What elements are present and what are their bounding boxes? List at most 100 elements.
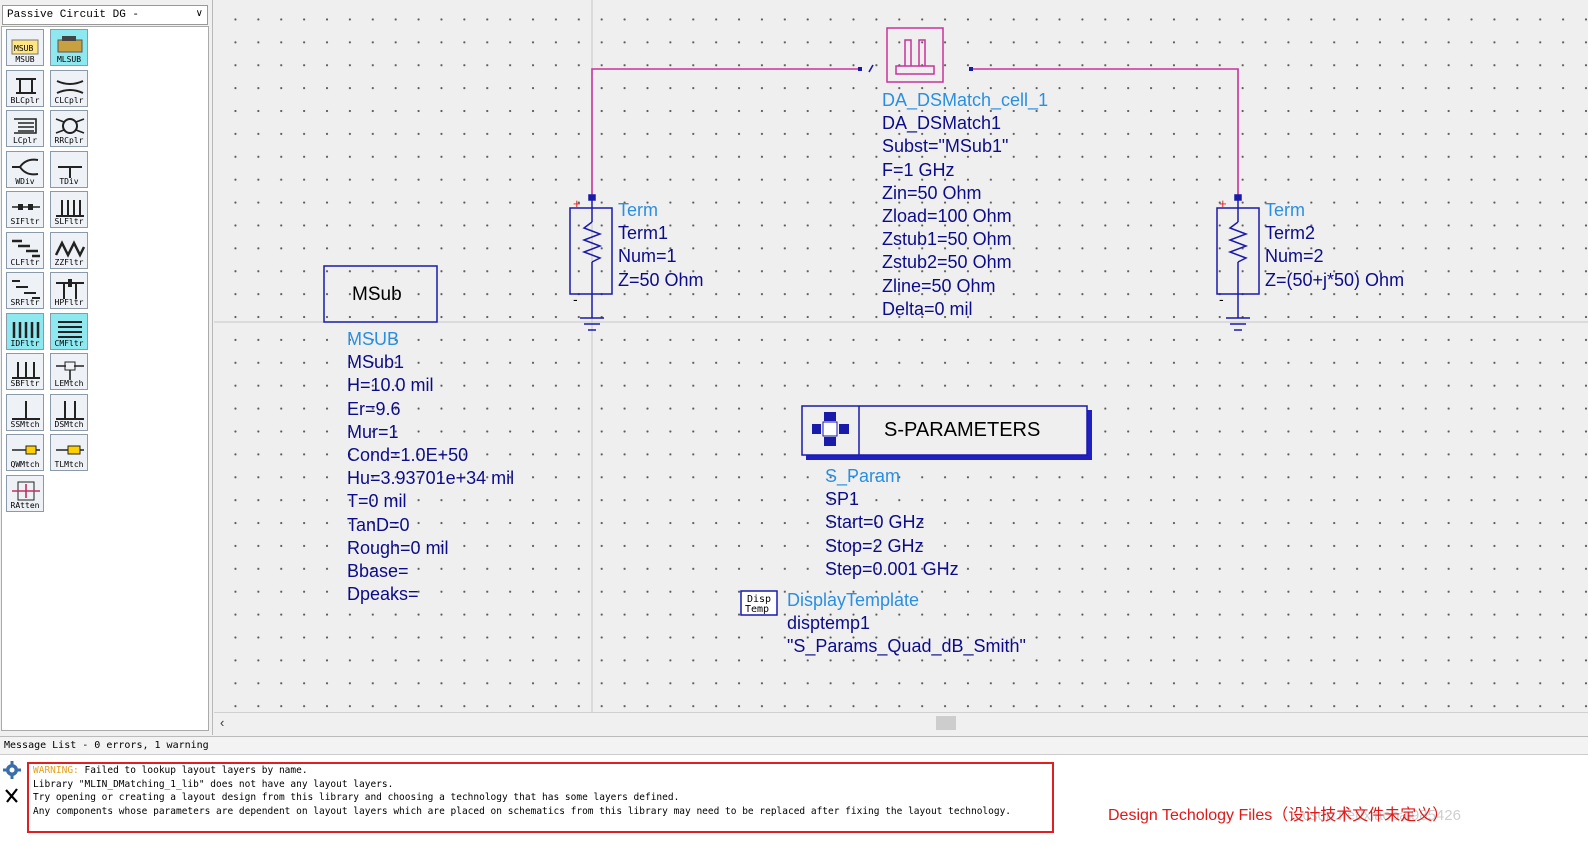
term2-symbol[interactable]: [1216, 194, 1260, 331]
dsmatch-label-line: Zstub1=50 Ohm: [882, 229, 1012, 250]
palette-item-hpfltr[interactable]: HPFltr: [50, 272, 88, 309]
combline-filter-icon: [58, 320, 82, 338]
sparam-label-line: Stop=2 GHz: [825, 535, 924, 556]
highpass-filter-icon: [56, 279, 84, 299]
palette-item-idfltr[interactable]: IDFltr: [6, 312, 44, 350]
red-annotation: Design Techology Files（设计技术文件未定义）: [1108, 807, 1449, 824]
msub-symbol[interactable]: [323, 265, 438, 323]
palette-item-srfltr[interactable]: SRFltr: [6, 272, 44, 309]
resistive-attenuator-icon: [12, 481, 40, 500]
palette-item-label: LEMtch: [54, 379, 84, 388]
term2-minus: -: [1219, 291, 1224, 307]
palette-item-mlsub[interactable]: MLSUB: [50, 29, 88, 66]
disptemp-label-line: disptemp1: [787, 613, 871, 634]
term2-label-line: Num=2: [1265, 246, 1324, 267]
palette-item-label: SIFltr: [10, 217, 40, 226]
warning-label: WARNING:: [33, 765, 79, 776]
sparam-icon: [812, 412, 849, 446]
coupled-line-coupler-icon: [56, 79, 84, 94]
palette-item-sbfltr[interactable]: SBFltr: [6, 353, 44, 390]
message-line-1-text: Failed to lookup layout layers by name.: [78, 765, 308, 776]
msub-label-line: Er=9.6: [347, 398, 401, 419]
palette-item-label: TDiv: [59, 176, 79, 186]
wire-net[interactable]: [591, 64, 1239, 197]
warning-message-box: WARNING: Failed to lookup layout layers …: [27, 762, 1054, 833]
palette-item-blcplr[interactable]: BLCplr: [6, 69, 44, 107]
palette-item-dsmtch[interactable]: DSMtch: [50, 393, 88, 431]
palette-item-label: IDFltr: [10, 338, 40, 348]
term1-label-line: Num=1: [618, 246, 677, 267]
dsmatch-label-line: Subst="MSub1": [882, 136, 1009, 157]
palette-item-label: WDiv: [15, 176, 35, 186]
palette-item-label: SBFltr: [10, 379, 40, 388]
chevron-down-icon: ∨: [195, 9, 203, 20]
message-toolbar: [2, 759, 24, 808]
palette-item-rrcplr[interactable]: RRCplr: [50, 110, 88, 147]
palette-item-cmfltr[interactable]: CMFltr: [50, 312, 88, 350]
zigzag-filter-icon: [54, 239, 86, 258]
palette-item-wdiv[interactable]: WDiv: [6, 150, 44, 188]
term1-symbol[interactable]: [569, 194, 613, 331]
term2-label-line: Term: [1265, 200, 1305, 220]
palette-item-ssmtch[interactable]: SSMtch: [6, 393, 44, 431]
message-panel: WARNING: Failed to lookup layout layers …: [0, 754, 1588, 846]
scroll-left-icon[interactable]: ‹: [220, 715, 225, 730]
msub-label-line: Dpeaks=: [347, 584, 419, 605]
msub-label-line: Hu=3.93701e+34 mil: [347, 468, 515, 489]
disptemp-icon-line2: Temp: [745, 604, 769, 615]
palette-item-clcplr[interactable]: CLCplr: [50, 69, 88, 107]
disptemp-label-line: DisplayTemplate: [787, 590, 920, 610]
palette-item-qwmtch[interactable]: QWMtch: [6, 434, 44, 471]
msub-label-line: Rough=0 mil: [347, 537, 449, 558]
msub-label-line: Bbase=: [347, 561, 409, 581]
disptemp-label-line: "S_Params_Quad_dB_Smith": [787, 636, 1026, 657]
palette-item-label: SLFltr: [54, 217, 84, 226]
ring-coupler-icon: [55, 118, 85, 134]
palette-item-label: CLFltr: [10, 257, 40, 267]
sparam-symbol[interactable]: [801, 405, 1092, 460]
wilkinson-divider-icon: [12, 158, 39, 175]
msub-label-line: MSub1: [347, 352, 405, 373]
palette-item-sifltr[interactable]: SIFltr: [6, 191, 44, 228]
term1-plus: +: [573, 196, 581, 211]
dsmatch-label-line: F=1 GHz: [882, 159, 955, 180]
sparam-box-label: S-PARAMETERS: [884, 419, 1040, 441]
term2-plus: +: [1219, 196, 1227, 211]
palette-item-lcplr[interactable]: LCplr: [6, 110, 44, 147]
tee-divider-icon: [58, 165, 82, 178]
sparam-label-line: Start=0 GHz: [825, 512, 925, 533]
double-stub-match-icon: [56, 400, 84, 420]
palette-item-label: LCplr: [12, 136, 38, 145]
palette-item-clfltr[interactable]: CLFltr: [6, 231, 44, 269]
palette-item-slfltr[interactable]: SLFltr: [50, 191, 88, 228]
palette-item-label: TLMtch: [54, 460, 84, 469]
term1-label-line: Z=50 Ohm: [618, 269, 704, 290]
palette-item-lemtch[interactable]: LEMtch: [50, 353, 88, 390]
term1-minus: -: [573, 291, 578, 307]
disptemp-symbol[interactable]: [740, 590, 778, 616]
palette-item-label: QWMtch: [10, 460, 40, 469]
palette-item-label: DSMtch: [54, 419, 84, 429]
scrollbar-thumb[interactable]: [936, 716, 956, 730]
palette-item-label: RAtten: [10, 500, 40, 510]
palette-library-select[interactable]: Passive Circuit DG - Microstrip ∨: [2, 5, 208, 39]
palette-item-zzfltr[interactable]: ZZFltr: [50, 231, 88, 269]
schematic-canvas[interactable]: + - + - MSub: [214, 0, 1588, 712]
gear-icon[interactable]: [3, 761, 21, 779]
message-line-2: Library "MLIN_DMatching_1_lib" does not …: [33, 778, 394, 790]
stub-filter-icon: [56, 200, 84, 217]
msub-label-line: T=0 mil: [347, 491, 407, 512]
term2-label-line: Term2: [1265, 223, 1316, 244]
clear-x-icon[interactable]: [5, 788, 18, 803]
palette-item-label: BLCplr: [10, 95, 40, 105]
palette-item-label: HPFltr: [54, 298, 84, 307]
stub-bandstop-filter-icon: [12, 362, 40, 379]
horizontal-scrollbar[interactable]: ‹: [214, 712, 1588, 735]
palette-item-label: CMFltr: [54, 338, 84, 348]
dsmatch-symbol[interactable]: [886, 27, 944, 83]
svg-text:MSUB: MSUB: [14, 44, 33, 53]
palette-item-tlmtch[interactable]: TLMtch: [50, 434, 88, 471]
palette-item-ratten[interactable]: RAtten: [6, 474, 44, 512]
palette-item-tdiv[interactable]: TDiv: [50, 150, 88, 188]
